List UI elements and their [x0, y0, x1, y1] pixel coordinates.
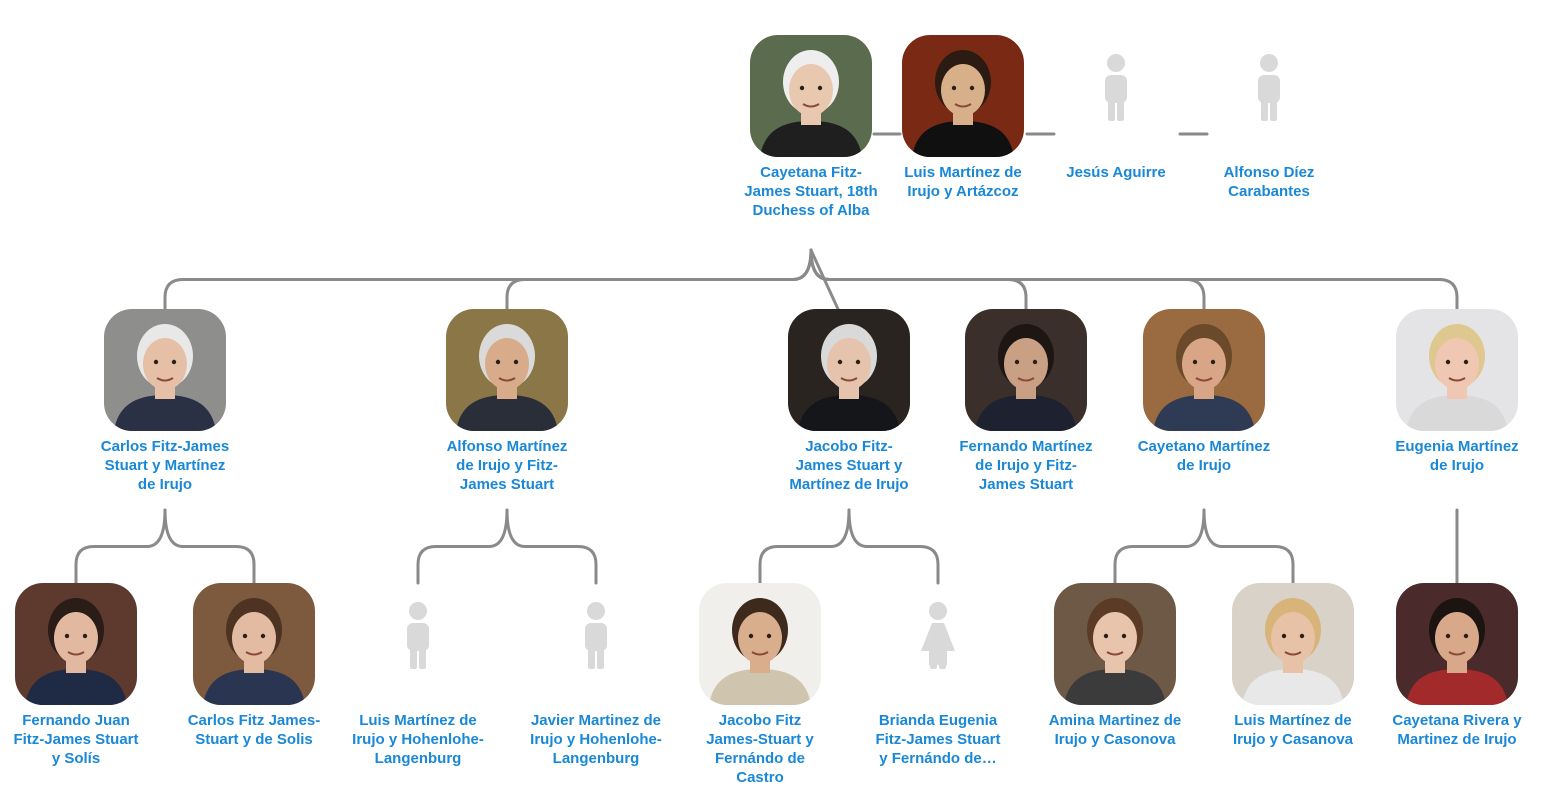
person-name: Carlos Fitz-James Stuart y Martínez de I… [100, 438, 230, 493]
person-node-luiscasanova[interactable]: Luis Martínez de Irujo y Casanova [1218, 583, 1368, 749]
person-photo [104, 309, 226, 431]
male-person-icon [1208, 35, 1330, 157]
person-node-fernando[interactable]: Fernando Martínez de Irujo y Fitz-James … [951, 309, 1101, 494]
person-node-jesus[interactable]: Jesús Aguirre [1041, 35, 1191, 182]
person-node-luishh[interactable]: Luis Martínez de Irujo y Hohenlohe-Lange… [343, 583, 493, 768]
female-person-icon [877, 583, 999, 705]
person-node-jacobofitz[interactable]: Jacobo Fitz James-Stuart y Fernándo de C… [685, 583, 835, 787]
person-node-cayetano[interactable]: Cayetano Martínez de Irujo [1129, 309, 1279, 475]
person-node-brianda[interactable]: Brianda Eugenia Fitz-James Stuart y Fern… [863, 583, 1013, 768]
person-node-luis[interactable]: Luis Martínez de Irujo y Artázcoz [888, 35, 1038, 201]
person-node-alfonsodiez[interactable]: Alfonso Díez Carabantes [1194, 35, 1344, 201]
person-node-alfonso[interactable]: Alfonso Martínez de Irujo y Fitz-James S… [432, 309, 582, 494]
person-photo [15, 583, 137, 705]
person-node-javier[interactable]: Javier Martinez de Irujo y Hohenlohe-Lan… [521, 583, 671, 768]
male-person-icon [1055, 35, 1177, 157]
person-name: Jacobo Fitz-James Stuart y Martínez de I… [789, 438, 909, 493]
male-person-icon [357, 583, 479, 705]
person-node-eugenia[interactable]: Eugenia Martínez de Irujo [1382, 309, 1532, 475]
person-photo [1396, 583, 1518, 705]
person-photo [446, 309, 568, 431]
person-name: Jesús Aguirre [1066, 164, 1166, 181]
person-photo [1232, 583, 1354, 705]
person-photo [699, 583, 821, 705]
person-photo [965, 309, 1087, 431]
parent-child-connector [809, 248, 840, 311]
person-photo [788, 309, 910, 431]
parent-child-connector [758, 508, 851, 585]
person-name: Fernando Martínez de Irujo y Fitz-James … [959, 438, 1093, 493]
person-node-carlosfitz[interactable]: Carlos Fitz James-Stuart y de Solis [179, 583, 329, 749]
parent-child-connector [505, 248, 813, 311]
person-name: Cayetana Rivera y Martinez de Irujo [1392, 712, 1522, 748]
person-name: Amina Martinez de Irujo y Casonova [1048, 712, 1182, 748]
person-name: Cayetano Martínez de Irujo [1137, 438, 1271, 474]
person-node-cayetanarivera[interactable]: Cayetana Rivera y Martinez de Irujo [1382, 583, 1532, 749]
person-node-cayetana[interactable]: Cayetana Fitz-James Stuart, 18th Duchess… [736, 35, 886, 220]
person-photo [902, 35, 1024, 157]
parent-child-connector [847, 508, 940, 585]
parent-child-connector [1202, 508, 1295, 585]
person-name: Alfonso Díez Carabantes [1223, 164, 1315, 200]
person-name: Cayetana Fitz-James Stuart, 18th Duchess… [744, 164, 878, 219]
person-name: Eugenia Martínez de Irujo [1395, 438, 1519, 474]
parent-child-connector [163, 508, 256, 585]
person-node-carlos[interactable]: Carlos Fitz-James Stuart y Martínez de I… [90, 309, 240, 494]
parent-child-connector [1113, 508, 1206, 585]
parent-child-connector [74, 508, 167, 585]
person-node-jacobo[interactable]: Jacobo Fitz-James Stuart y Martínez de I… [774, 309, 924, 494]
male-person-icon [535, 583, 657, 705]
parent-child-connector [416, 508, 509, 585]
person-name: Alfonso Martínez de Irujo y Fitz-James S… [446, 438, 568, 493]
parent-child-connector [809, 248, 1459, 311]
person-node-amina[interactable]: Amina Martinez de Irujo y Casonova [1040, 583, 1190, 749]
person-name: Luis Martínez de Irujo y Hohenlohe-Lange… [352, 712, 484, 767]
person-name: Luis Martínez de Irujo y Casanova [1232, 712, 1354, 748]
person-name: Luis Martínez de Irujo y Artázcoz [904, 164, 1022, 200]
person-photo [1143, 309, 1265, 431]
person-name: Carlos Fitz James-Stuart y de Solis [187, 712, 321, 748]
person-photo [750, 35, 872, 157]
person-node-fernandojuan[interactable]: Fernando Juan Fitz-James Stuart y Solís [1, 583, 151, 768]
person-name: Jacobo Fitz James-Stuart y Fernándo de C… [706, 712, 814, 786]
person-name: Fernando Juan Fitz-James Stuart y Solís [13, 712, 139, 767]
parent-child-connector [505, 508, 598, 585]
person-name: Brianda Eugenia Fitz-James Stuart y Fern… [875, 712, 1001, 767]
person-photo [1054, 583, 1176, 705]
person-photo [193, 583, 315, 705]
person-photo [1396, 309, 1518, 431]
person-name: Javier Martinez de Irujo y Hohenlohe-Lan… [530, 712, 662, 767]
